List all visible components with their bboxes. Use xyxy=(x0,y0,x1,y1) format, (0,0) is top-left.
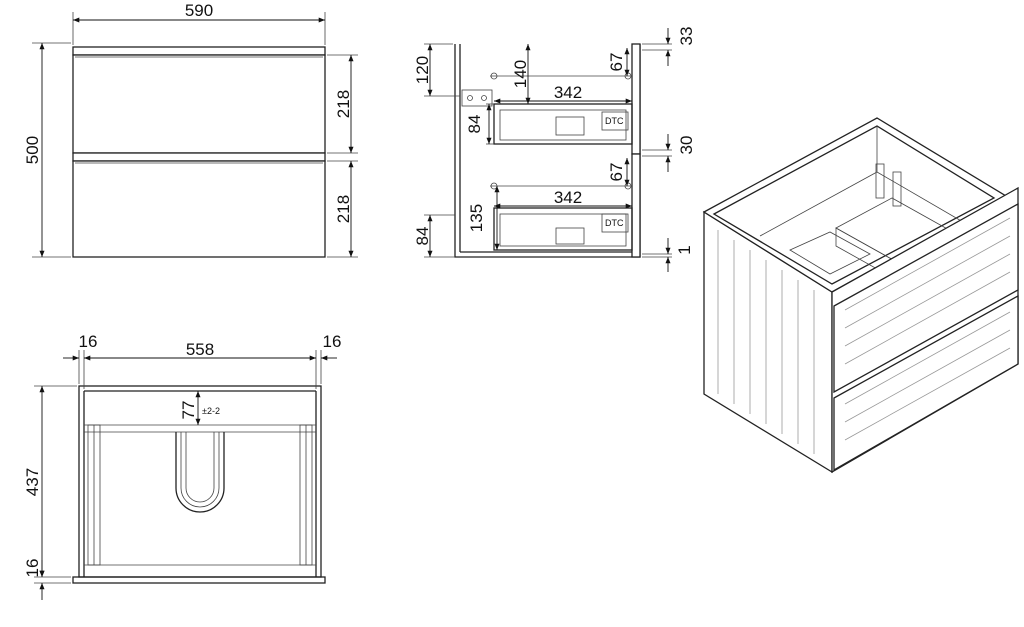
svg-text:342: 342 xyxy=(554,83,582,102)
dimension-width: 590 xyxy=(72,1,326,45)
dimension-84-bottom: 84 xyxy=(413,214,455,258)
iso-top-drawer xyxy=(833,202,1019,394)
svg-text:84: 84 xyxy=(413,227,432,246)
top-drawer-front-side xyxy=(631,43,641,155)
iso-bottom-drawer xyxy=(833,294,1019,472)
svg-text:437: 437 xyxy=(23,468,42,496)
dimension-16-back: 16 xyxy=(23,559,71,600)
u-cutout xyxy=(175,432,225,513)
countertop-top xyxy=(72,46,326,56)
svg-text:1: 1 xyxy=(675,245,694,254)
svg-text:77: 77 xyxy=(179,401,198,420)
svg-text:33: 33 xyxy=(677,27,696,46)
dimension-drawer-bottom: 218 xyxy=(327,160,358,258)
svg-text:30: 30 xyxy=(677,136,696,155)
side-view: DTC DTC 120 140 342 xyxy=(413,27,696,272)
front-view: 590 500 218 218 xyxy=(23,1,358,258)
svg-text:16: 16 xyxy=(79,332,98,351)
svg-text:DTC: DTC xyxy=(605,116,624,126)
top-drawer-front xyxy=(72,54,326,154)
dimension-437: 437 xyxy=(23,385,77,578)
svg-text:16: 16 xyxy=(23,559,42,578)
svg-text:67: 67 xyxy=(607,53,626,72)
svg-text:±2-2: ±2-2 xyxy=(202,406,220,416)
dimension-plan-width: 16 558 16 xyxy=(63,332,341,389)
dimension-140: 140 xyxy=(511,44,531,104)
dimension-342-bottom: 342 xyxy=(494,188,632,209)
dimension-height: 500 xyxy=(23,42,71,258)
svg-text:342: 342 xyxy=(554,188,582,207)
dimension-67-bottom: 67 xyxy=(607,158,630,186)
dim-label-590: 590 xyxy=(185,1,213,20)
dim-label-218-bottom: 218 xyxy=(334,195,353,223)
svg-text:16: 16 xyxy=(323,332,342,351)
dimension-120: 120 xyxy=(413,43,460,97)
dimension-135: 135 xyxy=(467,186,500,250)
dimension-342-top: 342 xyxy=(494,83,632,104)
dimension-77: 77 ±2-2 xyxy=(179,391,220,425)
dimension-1: 1 xyxy=(642,238,694,272)
isometric-view xyxy=(702,117,1019,474)
dim-label-500: 500 xyxy=(23,136,42,164)
dimension-30: 30 xyxy=(642,134,696,172)
top-drawer-box: DTC xyxy=(490,72,633,145)
bottom-drawer-front xyxy=(72,160,326,258)
dim-label-218-top: 218 xyxy=(334,90,353,118)
dimension-drawer-top: 218 xyxy=(327,54,358,154)
plan-view: 16 558 16 437 16 77 ±2-2 xyxy=(23,332,341,600)
svg-text:140: 140 xyxy=(511,60,530,88)
svg-text:135: 135 xyxy=(467,204,486,232)
dimension-84-top: 84 xyxy=(465,103,494,145)
svg-text:120: 120 xyxy=(413,56,432,84)
dimension-67-top: 67 xyxy=(607,48,630,76)
bottom-drawer-front-side xyxy=(631,153,641,258)
dimension-33: 33 xyxy=(642,27,696,66)
svg-text:84: 84 xyxy=(465,115,484,134)
svg-text:558: 558 xyxy=(186,340,214,359)
svg-text:67: 67 xyxy=(607,163,626,182)
drawer-divider-rail xyxy=(72,152,326,162)
svg-text:DTC: DTC xyxy=(605,218,624,228)
